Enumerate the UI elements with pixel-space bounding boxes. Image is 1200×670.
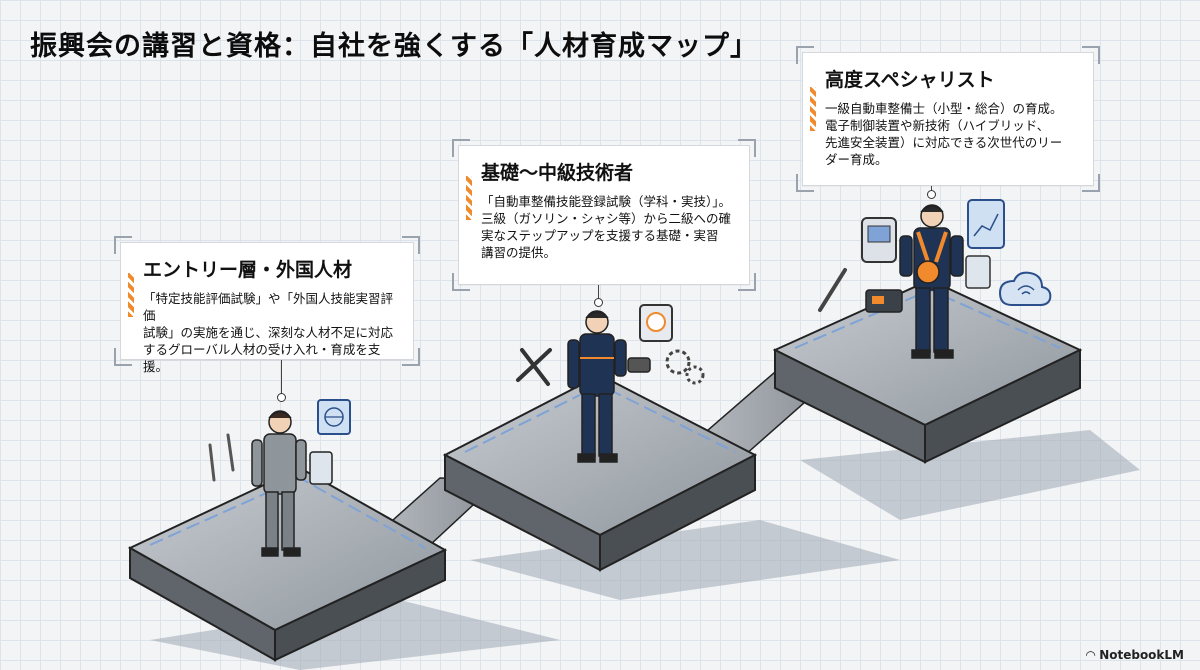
card-heading: 高度スペシャリスト [825, 69, 995, 91]
card-entry: エントリー層・外国人材 「特定技能評価試験」や「外国人技能実習評価 試験」の実施… [114, 236, 420, 374]
card-line: 一級自動車整備士（小型・総合）の育成。 [825, 101, 1063, 116]
notebooklm-icon: ◠ [1085, 648, 1096, 662]
cloud-wifi-icon [998, 271, 1052, 306]
leader-entry [281, 357, 282, 397]
card-heading: エントリー層・外国人材 [143, 259, 353, 281]
worker-intermediate [567, 310, 651, 463]
page-title: 振興会の講習と資格：自社を強くする「人材育成マップ」 [30, 31, 758, 62]
diagnostic-device-icon [861, 217, 903, 313]
card-heading: 基礎〜中級技術者 [481, 162, 634, 184]
card-intermediate: 基礎〜中級技術者 「自動車整備技能登録試験（学科・実技）」。 三級（ガソリン・シ… [452, 139, 756, 291]
wrench-icons-entry [208, 433, 235, 482]
tablet-globe-icon [317, 399, 351, 435]
card-line: ダー育成。 [825, 152, 888, 167]
tablet-chart-icon [965, 199, 1005, 289]
worker-specialist [899, 204, 964, 359]
gauge-icon [639, 304, 673, 342]
card-line: 三級（ガソリン・シャシ等）から二級への確 [481, 211, 732, 226]
card-line: 「自動車整備技能登録試験（学科・実技）」。 [481, 194, 732, 209]
card-line: 先進安全装置）に対応できる次世代のリー [825, 135, 1063, 150]
card-line: 実なステップアップを支援する基礎・実習 [481, 228, 719, 243]
notebooklm-logo: ◠ NotebookLM [1086, 648, 1184, 662]
platform-intermediate [442, 373, 758, 572]
card-line: 講習の提供。 [481, 245, 557, 260]
card-line: するグローバル人材の受け入れ・育成を支援。 [143, 342, 381, 374]
leader-dot-specialist [927, 190, 936, 199]
accent-stripe [466, 176, 472, 220]
gear-icon [665, 349, 705, 385]
card-line: 電子制御装置や新技術（ハイブリッド、 [825, 118, 1050, 133]
logo-text: NotebookLM [1099, 648, 1184, 662]
card-specialist: 高度スペシャリスト 一級自動車整備士（小型・総合）の育成。 電子制御装置や新技術… [796, 46, 1100, 192]
leader-intermediate [598, 275, 599, 305]
leader-dot-entry [277, 393, 286, 402]
worker-entry [251, 410, 333, 557]
platform-shadows [150, 430, 1140, 670]
leader-dot-intermediate [594, 298, 603, 307]
wrench-icons-intermediate [516, 348, 552, 386]
accent-stripe [128, 273, 134, 317]
card-line: 「特定技能評価試験」や「外国人技能実習評価 [143, 291, 394, 323]
wrench-icon-specialist [818, 268, 847, 312]
accent-stripe [810, 87, 816, 131]
card-line: 試験」の実施を通じ、深刻な人材不足に対応 [143, 325, 394, 340]
